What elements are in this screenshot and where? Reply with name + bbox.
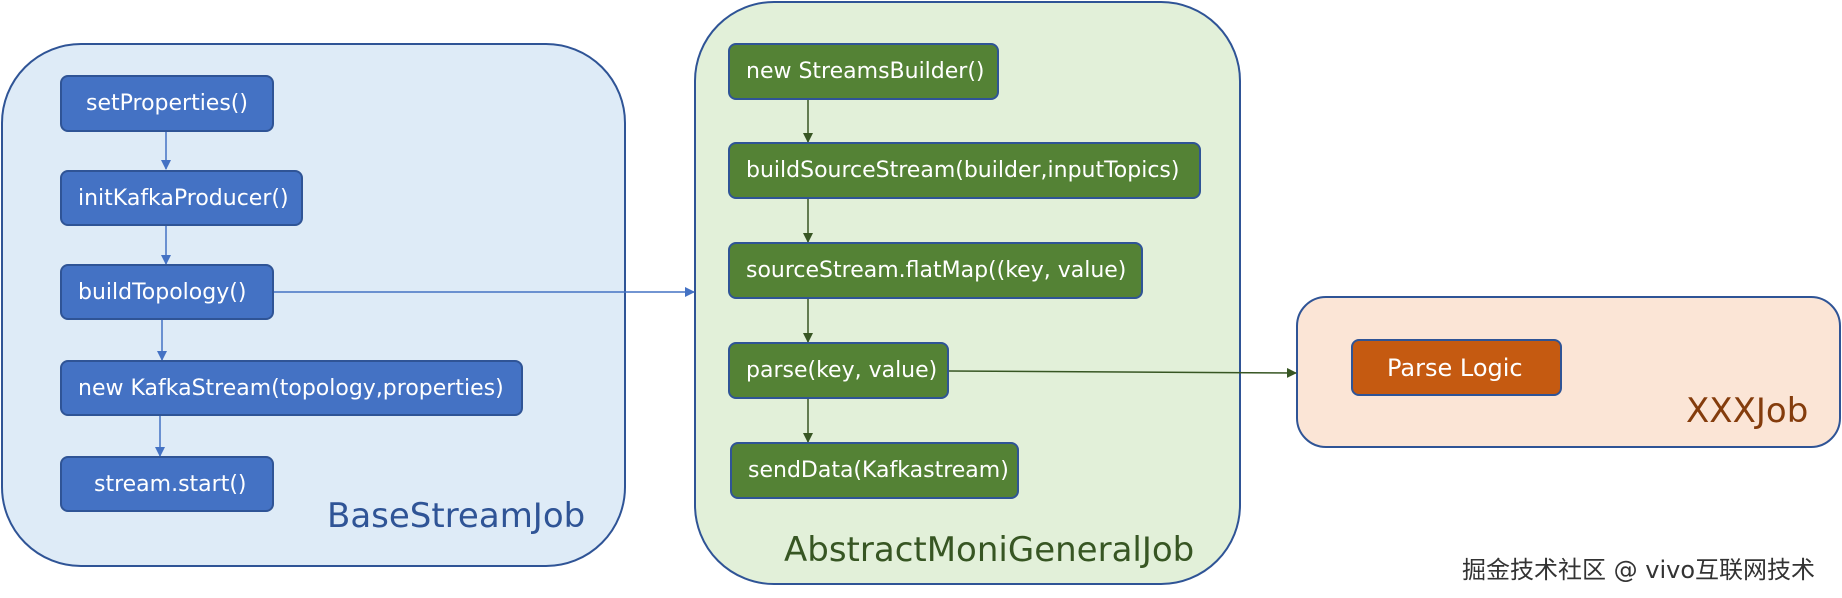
parse-node: parse(key, value) [728, 342, 949, 399]
base-stream-job-title: BaseStreamJob [327, 496, 586, 536]
build-source-stream-node: buildSourceStream(builder,inputTopics) [728, 142, 1201, 199]
new-streams-builder-node: new StreamsBuilder() [728, 43, 999, 100]
new-kafka-stream-node: new KafkaStream(topology,properties) [60, 360, 523, 416]
init-kafka-producer-node: initKafkaProducer() [60, 170, 303, 226]
set-properties-node: setProperties() [60, 75, 274, 132]
source-stream-flatmap-node: sourceStream.flatMap((key, value) [728, 242, 1143, 299]
abstract-moni-general-job-title: AbstractMoniGeneralJob [784, 530, 1195, 570]
parse-logic-node: Parse Logic [1351, 339, 1562, 396]
build-topology-node: buildTopology() [60, 264, 274, 320]
send-data-node: sendData(Kafkastream) [730, 442, 1019, 499]
watermark-text: 掘金技术社区 @ vivo互联网技术 [1462, 556, 1816, 584]
xxx-job-title: XXXJob [1686, 391, 1809, 431]
stream-start-node: stream.start() [60, 456, 274, 512]
